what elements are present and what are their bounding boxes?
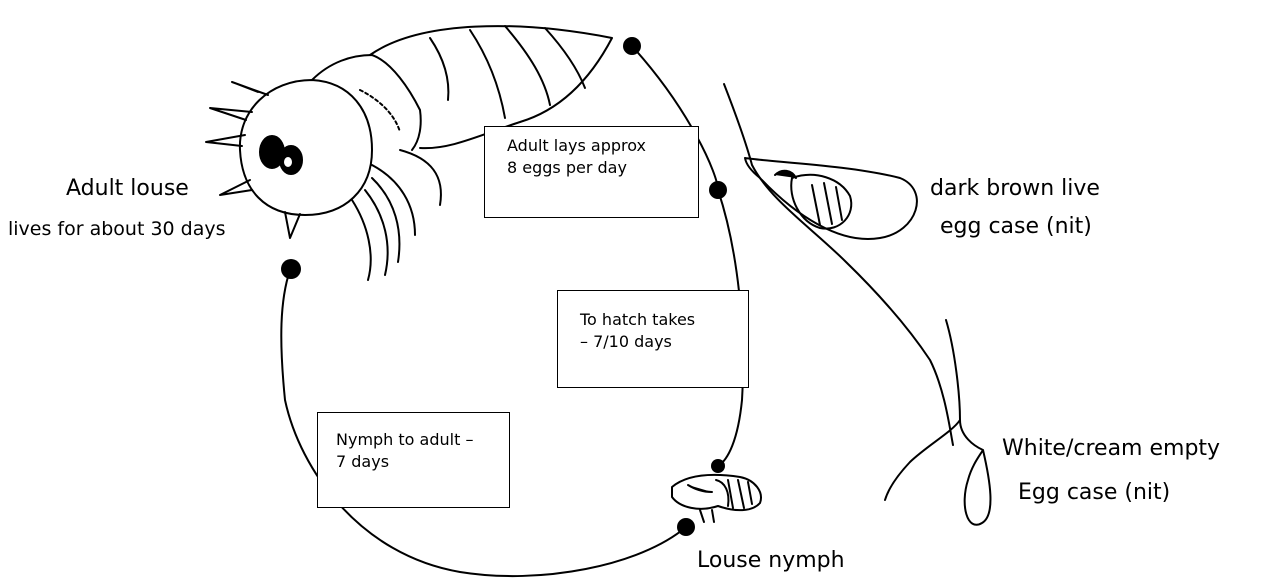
box-nymph-to-adult-line2: 7 days bbox=[336, 451, 509, 473]
hair-strand-live bbox=[724, 84, 953, 445]
label-louse-nymph: Louse nymph bbox=[697, 548, 845, 573]
box-adult-lays-eggs: Adult lays approx 8 eggs per day bbox=[484, 126, 699, 218]
box-hatch-time-line1: To hatch takes bbox=[580, 309, 748, 331]
label-live-nit-line2: egg case (nit) bbox=[940, 214, 1092, 239]
cycle-dot-egg-laid bbox=[623, 37, 641, 55]
louse-nymph-illustration bbox=[672, 475, 761, 522]
box-adult-lays-eggs-line2: 8 eggs per day bbox=[507, 157, 698, 179]
cycle-dot-adult bbox=[281, 259, 301, 279]
cycle-loop-right bbox=[632, 46, 743, 466]
label-adult-lifespan: lives for about 30 days bbox=[8, 218, 226, 240]
label-empty-nit-line1: White/cream empty bbox=[1002, 436, 1220, 461]
cycle-dot-hatched bbox=[711, 459, 725, 473]
box-adult-lays-eggs-line1: Adult lays approx bbox=[507, 135, 698, 157]
hair-strand-empty bbox=[946, 320, 990, 525]
label-adult-louse: Adult louse bbox=[66, 176, 189, 201]
box-nymph-to-adult: Nymph to adult – 7 days bbox=[317, 412, 510, 508]
cycle-dot-nymph bbox=[677, 518, 695, 536]
cycle-dot-egg-hatch bbox=[709, 181, 727, 199]
live-nit-illustration bbox=[745, 158, 917, 239]
box-hatch-time-line2: – 7/10 days bbox=[580, 331, 748, 353]
box-hatch-time: To hatch takes – 7/10 days bbox=[557, 290, 749, 388]
label-live-nit-line1: dark brown live bbox=[930, 176, 1100, 201]
box-nymph-to-adult-line1: Nymph to adult – bbox=[336, 429, 509, 451]
label-empty-nit-line2: Egg case (nit) bbox=[1018, 480, 1170, 505]
